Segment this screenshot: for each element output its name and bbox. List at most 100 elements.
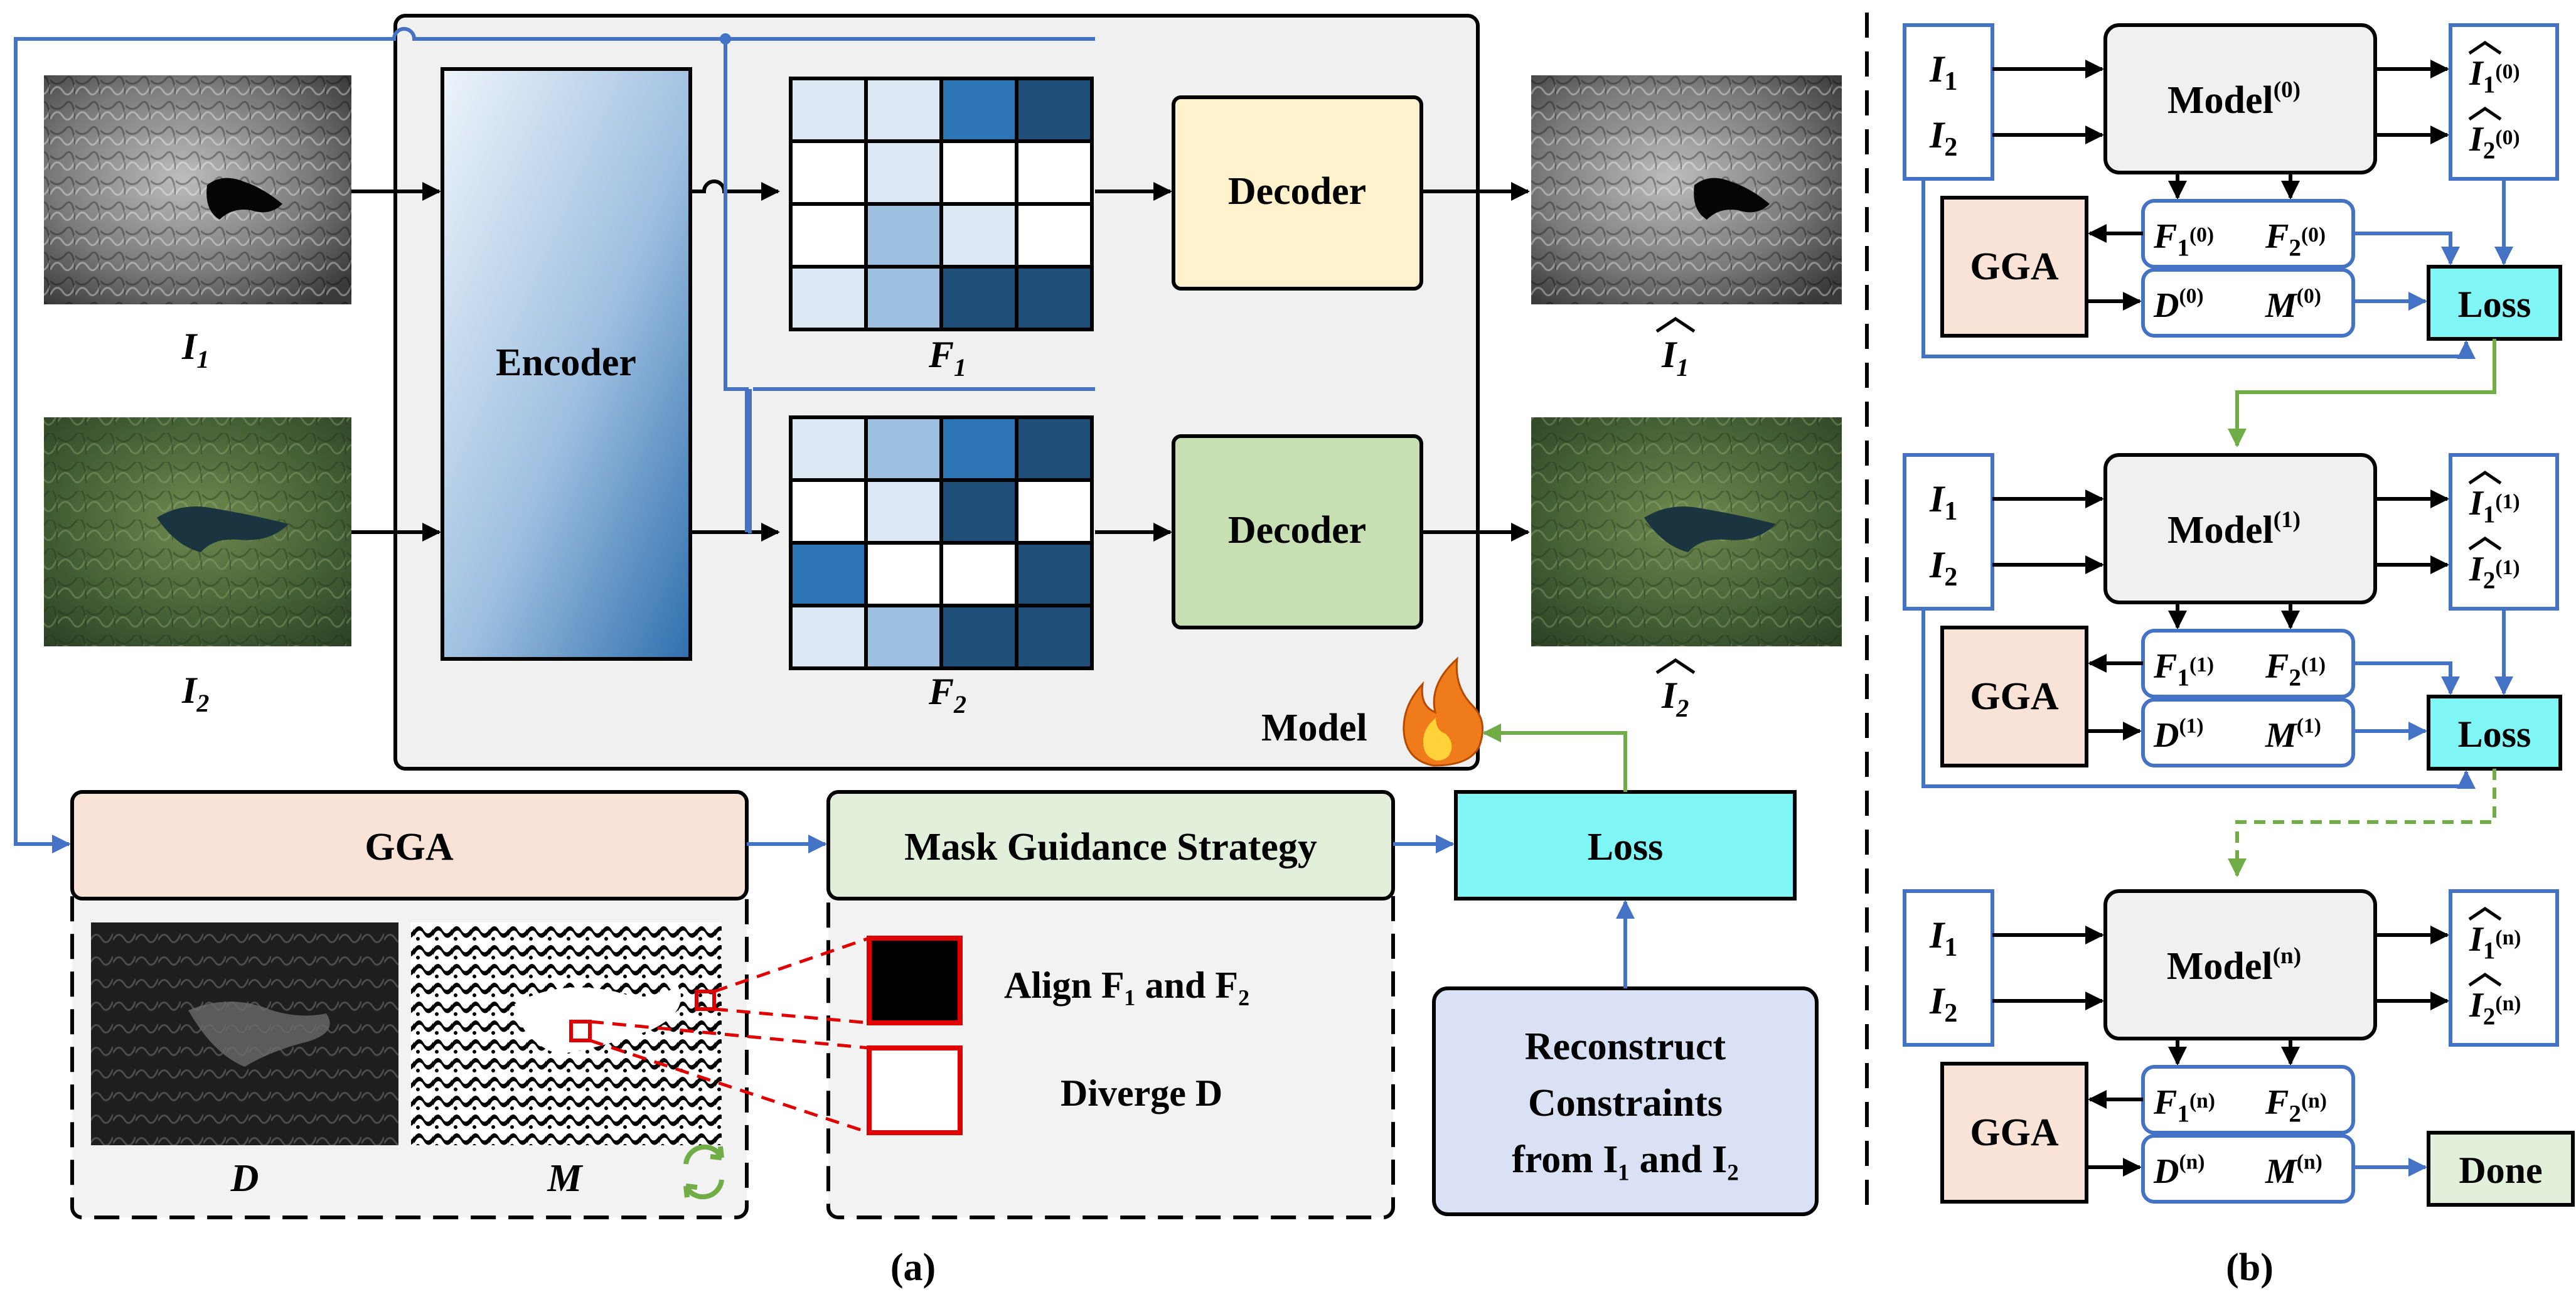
encoder-label: Encoder xyxy=(496,341,636,384)
feature-cell xyxy=(864,541,943,607)
svg-text:I2: I2 xyxy=(1661,675,1689,722)
feature-cell xyxy=(789,265,868,331)
input-image-1 xyxy=(44,75,351,304)
align-text: Align F₁ and F₂ xyxy=(1004,965,1249,1006)
output-image-2 xyxy=(1531,417,1842,646)
stage-loss-box xyxy=(2427,265,2562,341)
input2-label: I2 xyxy=(181,670,209,717)
stage-output2-label: I2(0) xyxy=(2469,120,2520,164)
model-label: Model xyxy=(1261,707,1367,749)
feature1-label: F1 xyxy=(928,334,966,382)
stage-input1-label: I1 xyxy=(1929,914,1957,962)
stage-model-label: Model(1) xyxy=(2167,507,2301,552)
feature2-label: F2 xyxy=(928,671,966,719)
feature-cell xyxy=(789,139,868,206)
feature-grid-2 xyxy=(789,415,1094,670)
stage-f1-label: F1(0) xyxy=(2153,217,2214,261)
stage-f2-label: F2(n) xyxy=(2265,1083,2327,1127)
caption-b: (b) xyxy=(2226,1246,2274,1289)
output2-label: I2 xyxy=(1655,658,1696,722)
d-label: D xyxy=(230,1157,259,1200)
stage-d-label: D(1) xyxy=(2153,715,2204,755)
feature-cell xyxy=(939,202,1018,269)
stage-m-label: M(0) xyxy=(2265,285,2321,325)
encoder-block xyxy=(441,67,692,661)
stage-model-box xyxy=(2103,23,2377,174)
stage-input-box xyxy=(1903,23,1994,181)
panel-b: I1I2Model(0)I1(0)I2(0)F1(0)F2(0)GGAD(0)M… xyxy=(1903,23,2575,1207)
feature-cell xyxy=(1015,541,1094,607)
feature-cell xyxy=(864,202,943,269)
feature-cell xyxy=(1015,415,1094,482)
feature-cell xyxy=(939,541,1018,607)
feature-cell xyxy=(789,202,868,269)
feature-cell xyxy=(864,139,943,206)
stage-input2-label: I2 xyxy=(1929,980,1957,1028)
stage-output-box xyxy=(2449,23,2559,181)
stage-f1-label: F1(n) xyxy=(2153,1083,2215,1127)
feature-cell xyxy=(939,415,1018,482)
svg-text:I1: I1 xyxy=(1661,334,1689,382)
reconstruct-line-3: from I₁ and I₂ xyxy=(1512,1138,1739,1181)
stage-input1-label: I1 xyxy=(1929,48,1957,96)
stage-output2-label: I2(1) xyxy=(2469,550,2520,594)
feature-cell xyxy=(864,77,943,143)
stage-gga-label: GGA xyxy=(1970,245,2058,288)
stage-output1-label: I1(1) xyxy=(2469,484,2520,528)
stage-m-label: M(1) xyxy=(2265,715,2321,755)
stage-model-box xyxy=(2103,889,2377,1040)
stage-loss-label: Loss xyxy=(2458,284,2531,325)
stage-done-box xyxy=(2427,1131,2575,1207)
panel-a-bottom-arrows xyxy=(747,724,1635,988)
feature-cell xyxy=(939,139,1018,206)
feature-cell xyxy=(939,478,1018,545)
stage-gga-label: GGA xyxy=(1970,1111,2058,1154)
feature-cell xyxy=(1015,202,1094,269)
stage-m-label: M(n) xyxy=(2265,1151,2322,1191)
input1-label: I1 xyxy=(181,326,209,373)
output-image-1 xyxy=(1531,75,1842,304)
decoder-1-label: Decoder xyxy=(1228,170,1366,213)
feature-cell xyxy=(1015,77,1094,143)
stage-done-label: Done xyxy=(2459,1150,2542,1191)
feature-cell xyxy=(789,77,868,143)
stage-gga-box xyxy=(1940,196,2088,338)
stage-d-label: D(n) xyxy=(2153,1151,2205,1191)
reconstruct-line-2: Constraints xyxy=(1528,1082,1723,1125)
stage-gga-box xyxy=(1940,626,2088,767)
fire-icon xyxy=(1403,656,1484,767)
stage-f2-label: F2(1) xyxy=(2265,647,2326,691)
mask-connectors xyxy=(589,936,870,1135)
feature-cell xyxy=(939,604,1018,670)
stage-input2-label: I2 xyxy=(1929,544,1957,592)
stage-gga-label: GGA xyxy=(1970,675,2058,718)
output1-label: I1 xyxy=(1655,316,1696,382)
reconstruct-line-1: Reconstruct xyxy=(1525,1025,1726,1068)
mask-strategy-label: Mask Guidance Strategy xyxy=(904,826,1317,868)
stage-0: I1I2Model(0)I1(0)I2(0)F1(0)F2(0)GGAD(0)M… xyxy=(1903,23,2562,447)
stage-1: I1I2Model(1)I1(1)I2(1)F1(1)F2(1)GGAD(1)M… xyxy=(1903,453,2562,877)
feature-cell xyxy=(939,265,1018,331)
stage-loss-label: Loss xyxy=(2458,713,2531,755)
stage-gga-box xyxy=(1940,1062,2088,1204)
stage-f2-label: F2(0) xyxy=(2265,217,2326,261)
feature-cell xyxy=(1015,139,1094,206)
feature-cell xyxy=(864,478,943,545)
input-image-2 xyxy=(44,417,351,646)
align-swatch xyxy=(867,936,963,1025)
feature-cell xyxy=(789,415,868,482)
refresh-icon xyxy=(683,1144,724,1200)
diverge-swatch xyxy=(867,1045,963,1135)
m-label: M xyxy=(547,1157,583,1200)
stage-input1-label: I1 xyxy=(1929,478,1957,526)
feature-cell xyxy=(1015,265,1094,331)
stage-model-label: Model(n) xyxy=(2167,943,2301,988)
stage-output1-label: I1(0) xyxy=(2469,54,2520,98)
gga-label-a: GGA xyxy=(365,826,453,868)
feature-cell xyxy=(789,604,868,670)
m-map xyxy=(411,922,722,1145)
stage-2: I1I2Model(n)I1(n)I2(n)F1(n)F2(n)GGAD(n)M… xyxy=(1903,889,2575,1207)
stage-output1-label: I1(n) xyxy=(2469,920,2521,964)
stage-model-box xyxy=(2103,453,2377,604)
